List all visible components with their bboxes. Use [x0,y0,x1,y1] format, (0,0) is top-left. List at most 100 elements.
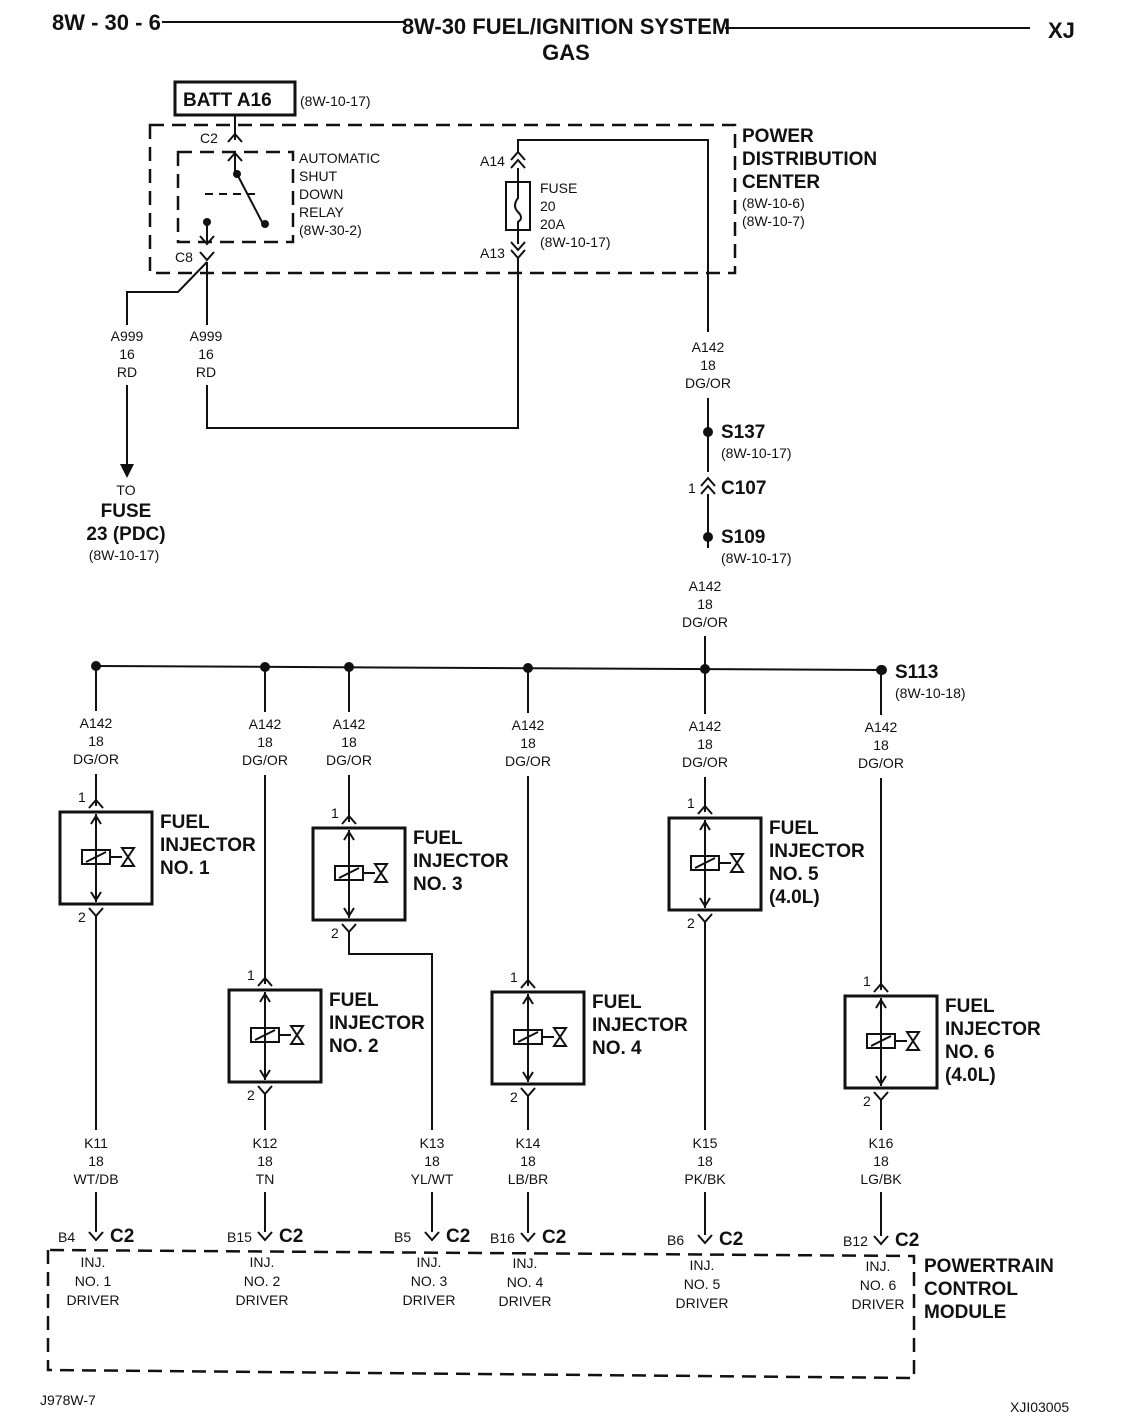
injector-5-pin-1: 1 [687,795,695,811]
relay-label-2: SHUT [299,168,338,184]
injector-5-box [667,816,763,912]
relay-label-4: RELAY [299,204,345,220]
pdc-ref-1: (8W-10-6) [742,195,805,211]
injector-4-pin-2: 2 [510,1089,518,1105]
injector-1-pin-1: 1 [78,789,86,805]
splice-s109-dot [703,532,713,542]
injector-4-driver-3: DRIVER [499,1293,552,1309]
injector-3-out-wire-id: K13 [420,1135,445,1151]
page-subtitle: GAS [542,40,590,65]
injector-4-pcm-pin: B16 [490,1230,515,1246]
injector-5-in-wire-id: A142 [689,718,722,734]
injector-4-title-1: FUEL [592,992,642,1013]
injector-4-out-wire-gauge: 18 [520,1153,536,1169]
relay-pin-c8: C8 [175,249,193,265]
injector-3-valve-icon [373,863,389,883]
injector-1-title-2: INJECTOR [160,835,256,856]
injector-5-in-wire-gauge: 18 [697,736,713,752]
injector-3-out-wire-gauge: 18 [424,1153,440,1169]
injector-4-pcm-connector: C2 [542,1227,566,1248]
injector-5-out-wire-id: K15 [693,1135,718,1151]
pdc-title-1: POWER [742,126,814,147]
injector-1-pcm-connector: C2 [110,1226,134,1247]
injector-2-box [227,988,323,1084]
injector-1-in-wire-id: A142 [80,715,113,731]
relay-pin-c2: C2 [200,130,218,146]
to-fuse-id: 23 (PDC) [86,524,165,545]
injector-6-in-wire-gauge: 18 [873,737,889,753]
fuse-pin-a13: A13 [480,245,505,261]
batt-label: BATT A16 [183,90,272,111]
injector-6-driver-3: DRIVER [852,1296,905,1312]
a999-left-wire [126,261,208,325]
fuse-to-a142-wire [517,139,709,332]
a999-left-label-3: RD [117,364,137,380]
page-title: 8W-30 FUEL/IGNITION SYSTEM [402,14,730,39]
injector-5-title-4: (4.0L) [769,887,820,908]
injector-1-in-wire-color: DG/OR [73,751,119,767]
injector-6-driver-2: NO. 6 [860,1277,897,1293]
pdc-boundary [148,123,737,275]
injector-1-out-wire-gauge: 18 [88,1153,104,1169]
a142-main-label-2: 18 [700,357,716,373]
injector-2-title-3: NO. 2 [329,1036,379,1057]
fuse-label-1: FUSE [540,180,577,196]
injector-5-out-wire-color: PK/BK [684,1171,726,1187]
injector-2-in-wire-gauge: 18 [257,734,273,750]
pcm-title-2: CONTROL [924,1279,1018,1300]
injector-5-title-1: FUEL [769,818,819,839]
injector-1-pcm-pin: B4 [58,1229,75,1245]
injector-4-out-wire-color: LB/BR [508,1171,548,1187]
injector-4-title-2: INJECTOR [592,1015,688,1036]
injector-5-title-3: NO. 5 [769,864,819,885]
a999-right-label-3: RD [196,364,216,380]
injector-1-box [58,810,154,906]
pcm-title-1: POWERTRAIN [924,1256,1054,1277]
injector-1-valve-icon [120,847,136,867]
injector-2-pin-1: 1 [247,967,255,983]
injector-3-out-wire-color: YL/WT [411,1171,454,1187]
injector-6-out-wire-id: K16 [869,1135,894,1151]
splice-s137-ref: (8W-10-17) [721,445,792,461]
injector-1-driver-2: NO. 1 [75,1273,112,1289]
injector-2-driver-1: INJ. [250,1254,275,1270]
injector-3-driver-2: NO. 3 [411,1273,448,1289]
injector-2-out-wire-gauge: 18 [257,1153,273,1169]
batt-ref: (8W-10-17) [300,93,371,109]
injector-1-out-wire-id: K11 [84,1135,108,1151]
injector-6-in-wire-color: DG/OR [858,755,904,771]
injector-5-out-wire-gauge: 18 [697,1153,713,1169]
relay-label-5: (8W-30-2) [299,222,362,238]
injector-3-pin-2: 2 [331,925,339,941]
injector-3-pcm-pin: B5 [394,1229,411,1245]
injector-1-pin-2: 2 [78,909,86,925]
injector-3-title-3: NO. 3 [413,874,463,895]
splice-s109-ref: (8W-10-17) [721,550,792,566]
to-fuse-to: TO [116,482,135,498]
injector-4-pin-1: 1 [510,969,518,985]
injector-6-out-wire-color: LG/BK [860,1171,902,1187]
to-fuse-fuse: FUSE [101,501,152,522]
fuse-label-2: 20 [540,198,556,214]
injector-4-in-wire-color: DG/OR [505,753,551,769]
pcm-boundary [46,1248,916,1380]
injector-2-driver-2: NO. 2 [244,1273,281,1289]
injector-2-pcm-pin: B15 [227,1229,252,1245]
model-code: XJ [1048,18,1075,43]
injector-5-valve-icon [729,853,745,873]
footer-left-code: J978W-7 [40,1392,96,1408]
injector-5-driver-3: DRIVER [676,1295,729,1311]
injector-3-box [311,826,407,922]
injector-3-title-1: FUEL [413,828,463,849]
splice-s109-label: S109 [721,527,765,548]
splice-s137-label: S137 [721,422,765,443]
injector-2-pin-2: 2 [247,1087,255,1103]
injector-6-out-wire-gauge: 18 [873,1153,889,1169]
injector-4-out-wire-id: K14 [516,1135,541,1151]
injector-4-driver-2: NO. 4 [507,1274,544,1290]
injector-6-pcm-pin: B12 [843,1233,868,1249]
a142-main-label-1: A142 [692,339,725,355]
relay-label-1: AUTOMATIC [299,150,380,166]
fuse-label-4: (8W-10-17) [540,234,611,250]
